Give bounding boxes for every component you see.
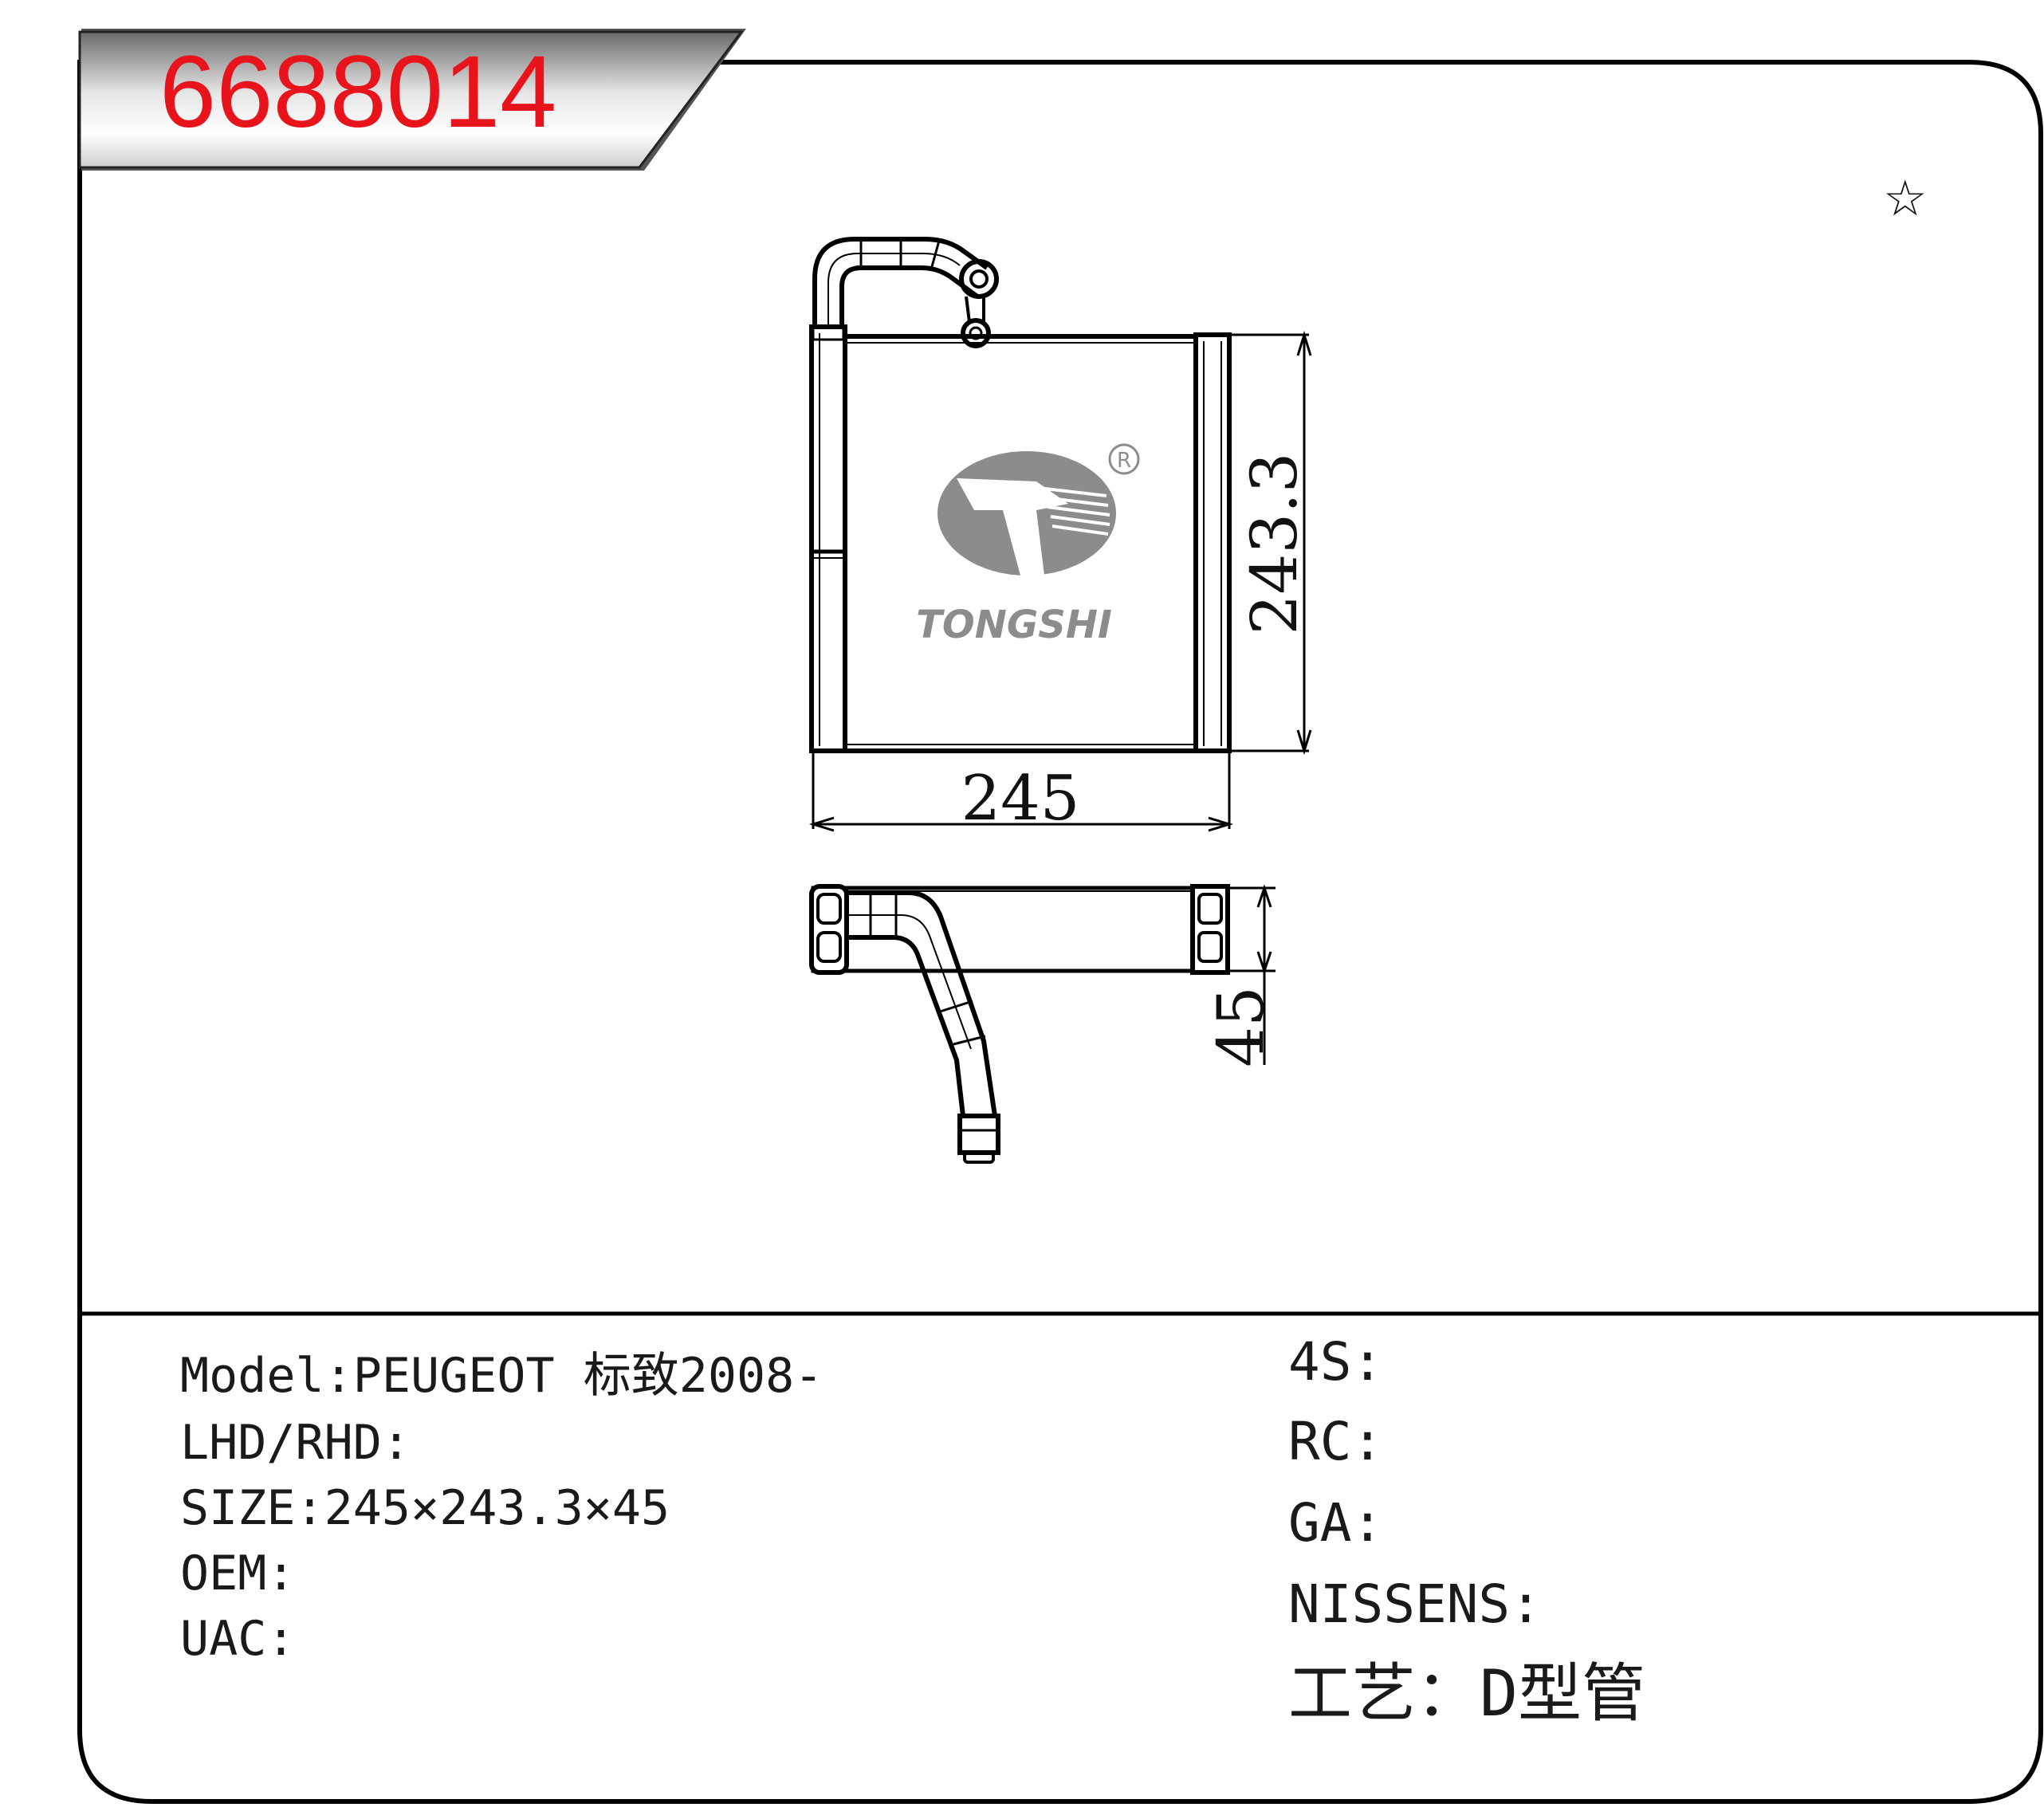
fitting-large [959,259,999,299]
header-tab [78,30,745,169]
logo-t-mark [957,478,1068,576]
spec-rc: RC: [1288,1411,1384,1472]
spec-size: SIZE:245×243.3×45 [180,1480,670,1536]
spec-model: Model:PEUGEOT 标致2008- [180,1348,823,1404]
side-pipe-inner [847,935,965,1117]
inner-pipe [839,265,979,327]
side-core [811,886,1230,973]
side-pipe-outer [847,890,997,1117]
brand-name: TONGSHI [916,603,1112,647]
spec-craft: 工艺：D型管 [1288,1656,1646,1731]
dim-width-label: 245 [961,763,1080,835]
dimension-lines [808,330,1312,832]
spec-uac: UAC: [180,1611,296,1667]
spec-ga: GA: [1288,1492,1384,1554]
spec-nissens: NISSENS: [1288,1573,1542,1635]
registered-icon [1108,443,1140,475]
tongshi-logo: R TONGSHI [916,443,1140,647]
fitting-small [961,318,991,348]
outer-frame [77,60,2043,1804]
dim-depth-label: 45 [1204,986,1278,1067]
side-dimension-lines [1228,884,1276,1065]
left-tank [809,324,847,753]
spec-4s: 4S: [1288,1331,1384,1393]
side-view [809,884,1230,1164]
side-left-tank [809,884,849,975]
spec-lhd-rhd: LHD/RHD: [180,1415,411,1471]
part-number: 6688014 [159,35,557,149]
right-tank [1193,332,1232,753]
star-icon: ☆ [1883,169,1928,227]
spec-oem: OEM: [180,1546,296,1601]
registered-mark: R [1117,449,1131,473]
front-view [809,237,1232,753]
outer-pipe [812,237,989,327]
dim-height-label: 243.3 [1237,452,1311,634]
side-bottom-fitting [957,1114,1000,1155]
